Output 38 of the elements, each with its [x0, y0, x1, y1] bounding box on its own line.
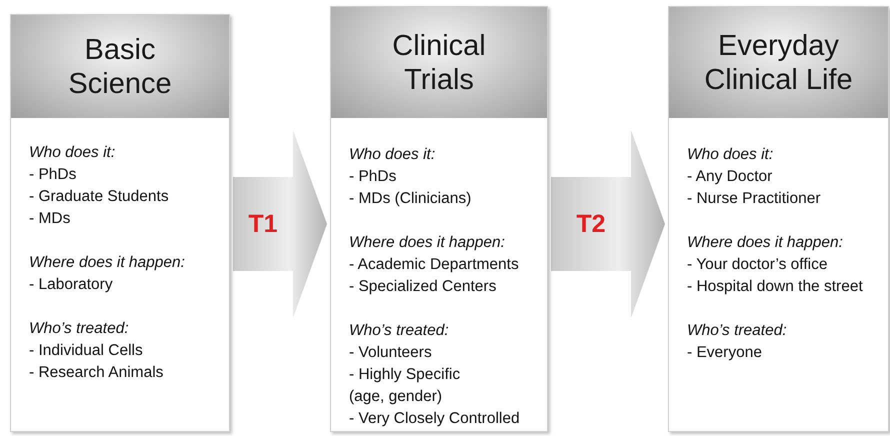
section-heading: Who does it:	[687, 145, 774, 165]
list-item: - Specialized Centers	[349, 277, 496, 297]
list-item: (age, gender)	[349, 387, 442, 407]
list-item: - Research Animals	[29, 363, 164, 383]
column-card	[330, 6, 548, 432]
section-heading: Who does it:	[349, 145, 436, 165]
list-item: - Everyone	[687, 343, 762, 363]
edge-label: T2	[576, 210, 606, 238]
column-card	[10, 14, 230, 432]
list-item: - Volunteers	[349, 343, 432, 363]
block-arrow	[233, 130, 327, 318]
column-card	[668, 6, 889, 432]
section-heading: Where does it happen:	[349, 233, 505, 253]
list-item: - Individual Cells	[29, 341, 143, 361]
list-item: - Highly Specific	[349, 365, 460, 385]
column-heading: Everyday Clinical Life	[703, 28, 854, 96]
section-heading: Who’s treated:	[29, 319, 129, 339]
section-heading: Where does it happen:	[687, 233, 843, 253]
column-heading: Basic Science	[67, 32, 173, 100]
list-item: - Any Doctor	[687, 167, 772, 187]
section-heading: Who’s treated:	[687, 321, 787, 341]
list-item: - Nurse Practitioner	[687, 189, 821, 209]
list-item: - Graduate Students	[29, 187, 169, 207]
column-heading: Clinical Trials	[391, 28, 487, 96]
edge-label: T1	[248, 210, 278, 238]
list-item: - PhDs	[29, 165, 76, 185]
list-item: - Your doctor’s office	[687, 255, 828, 275]
list-item: - Academic Departments	[349, 255, 519, 275]
section-heading: Where does it happen:	[29, 253, 185, 273]
list-item: - MDs (Clinicians)	[349, 189, 472, 209]
block-arrow	[551, 130, 665, 318]
section-heading: Who’s treated:	[349, 321, 449, 341]
list-item: - Very Closely Controlled	[349, 409, 520, 429]
section-heading: Who does it:	[29, 143, 116, 163]
list-item: - PhDs	[349, 167, 396, 187]
list-item: - Laboratory	[29, 275, 113, 295]
list-item: - Hospital down the street	[687, 277, 863, 297]
list-item: - MDs	[29, 209, 70, 229]
